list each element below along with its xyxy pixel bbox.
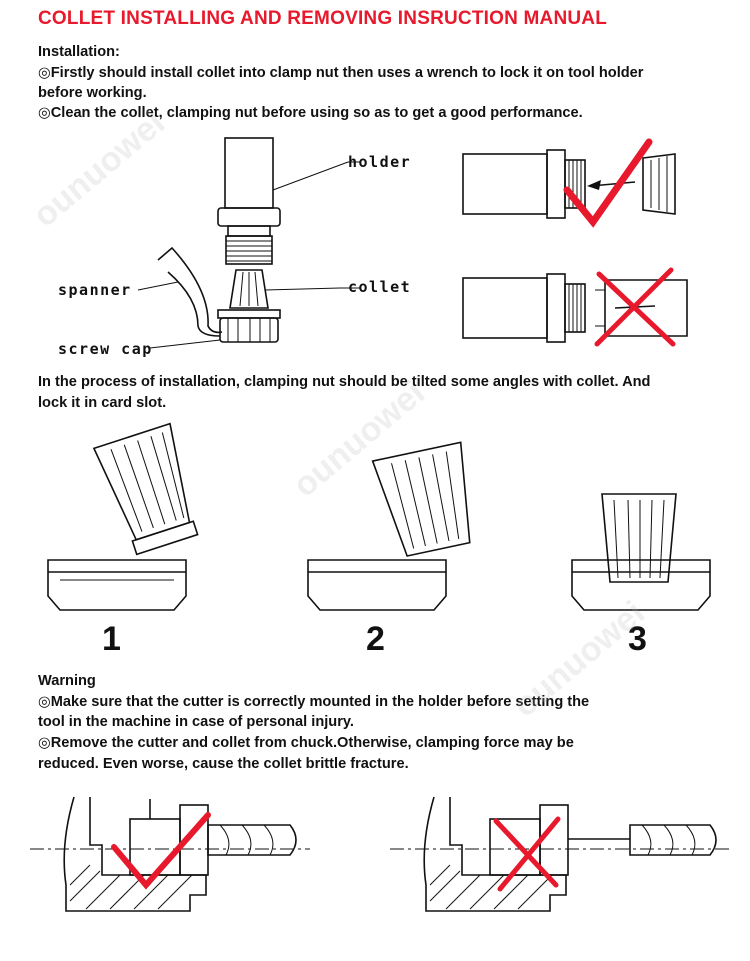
check-mark-icon [567, 142, 649, 222]
label-spanner: spanner [58, 281, 132, 299]
cutter-incorrect-drawing [390, 797, 730, 911]
process-line-1: In the process of installation, clamping… [38, 372, 650, 392]
holder-shank [225, 138, 273, 208]
page-title: COLLET INSTALLING AND REMOVING INSRUCTIO… [38, 8, 607, 30]
process-line-2: lock it in card slot. [38, 393, 166, 413]
screw-cap-shape [218, 310, 280, 342]
spanner-shape [158, 248, 222, 332]
label-screw-cap: screw cap [58, 340, 153, 358]
installation-line-3: ◎Clean the collet, clamping nut before u… [38, 103, 583, 123]
correct-orientation [463, 150, 675, 218]
installation-heading: Installation: [38, 42, 120, 62]
step-3-drawing [572, 494, 710, 610]
warning-line-2: tool in the machine in case of personal … [38, 712, 354, 732]
install-steps-diagram [40, 420, 720, 620]
label-collet: collet [348, 278, 411, 296]
step-2-drawing [308, 442, 481, 610]
cutter-cross-mark-icon [496, 819, 558, 889]
collet-shape [230, 270, 268, 308]
installation-line-1: ◎Firstly should install collet into clam… [38, 63, 643, 83]
cross-mark-icon [597, 270, 673, 344]
step-number-2: 2 [366, 620, 385, 659]
label-holder: holder [348, 153, 411, 171]
warning-line-4: reduced. Even worse, cause the collet br… [38, 754, 409, 774]
warning-line-1: ◎Make sure that the cutter is correctly … [38, 692, 589, 712]
holder-thread [226, 236, 272, 264]
step-1-drawing [48, 424, 205, 610]
installation-line-2: before working. [38, 83, 147, 103]
orientation-diagram [455, 130, 705, 360]
step-number-1: 1 [102, 620, 121, 659]
step-number-3: 3 [628, 620, 647, 659]
warning-heading: Warning [38, 671, 96, 691]
cutter-mount-diagram [30, 785, 730, 920]
warning-line-3: ◎Remove the cutter and collet from chuck… [38, 733, 574, 753]
